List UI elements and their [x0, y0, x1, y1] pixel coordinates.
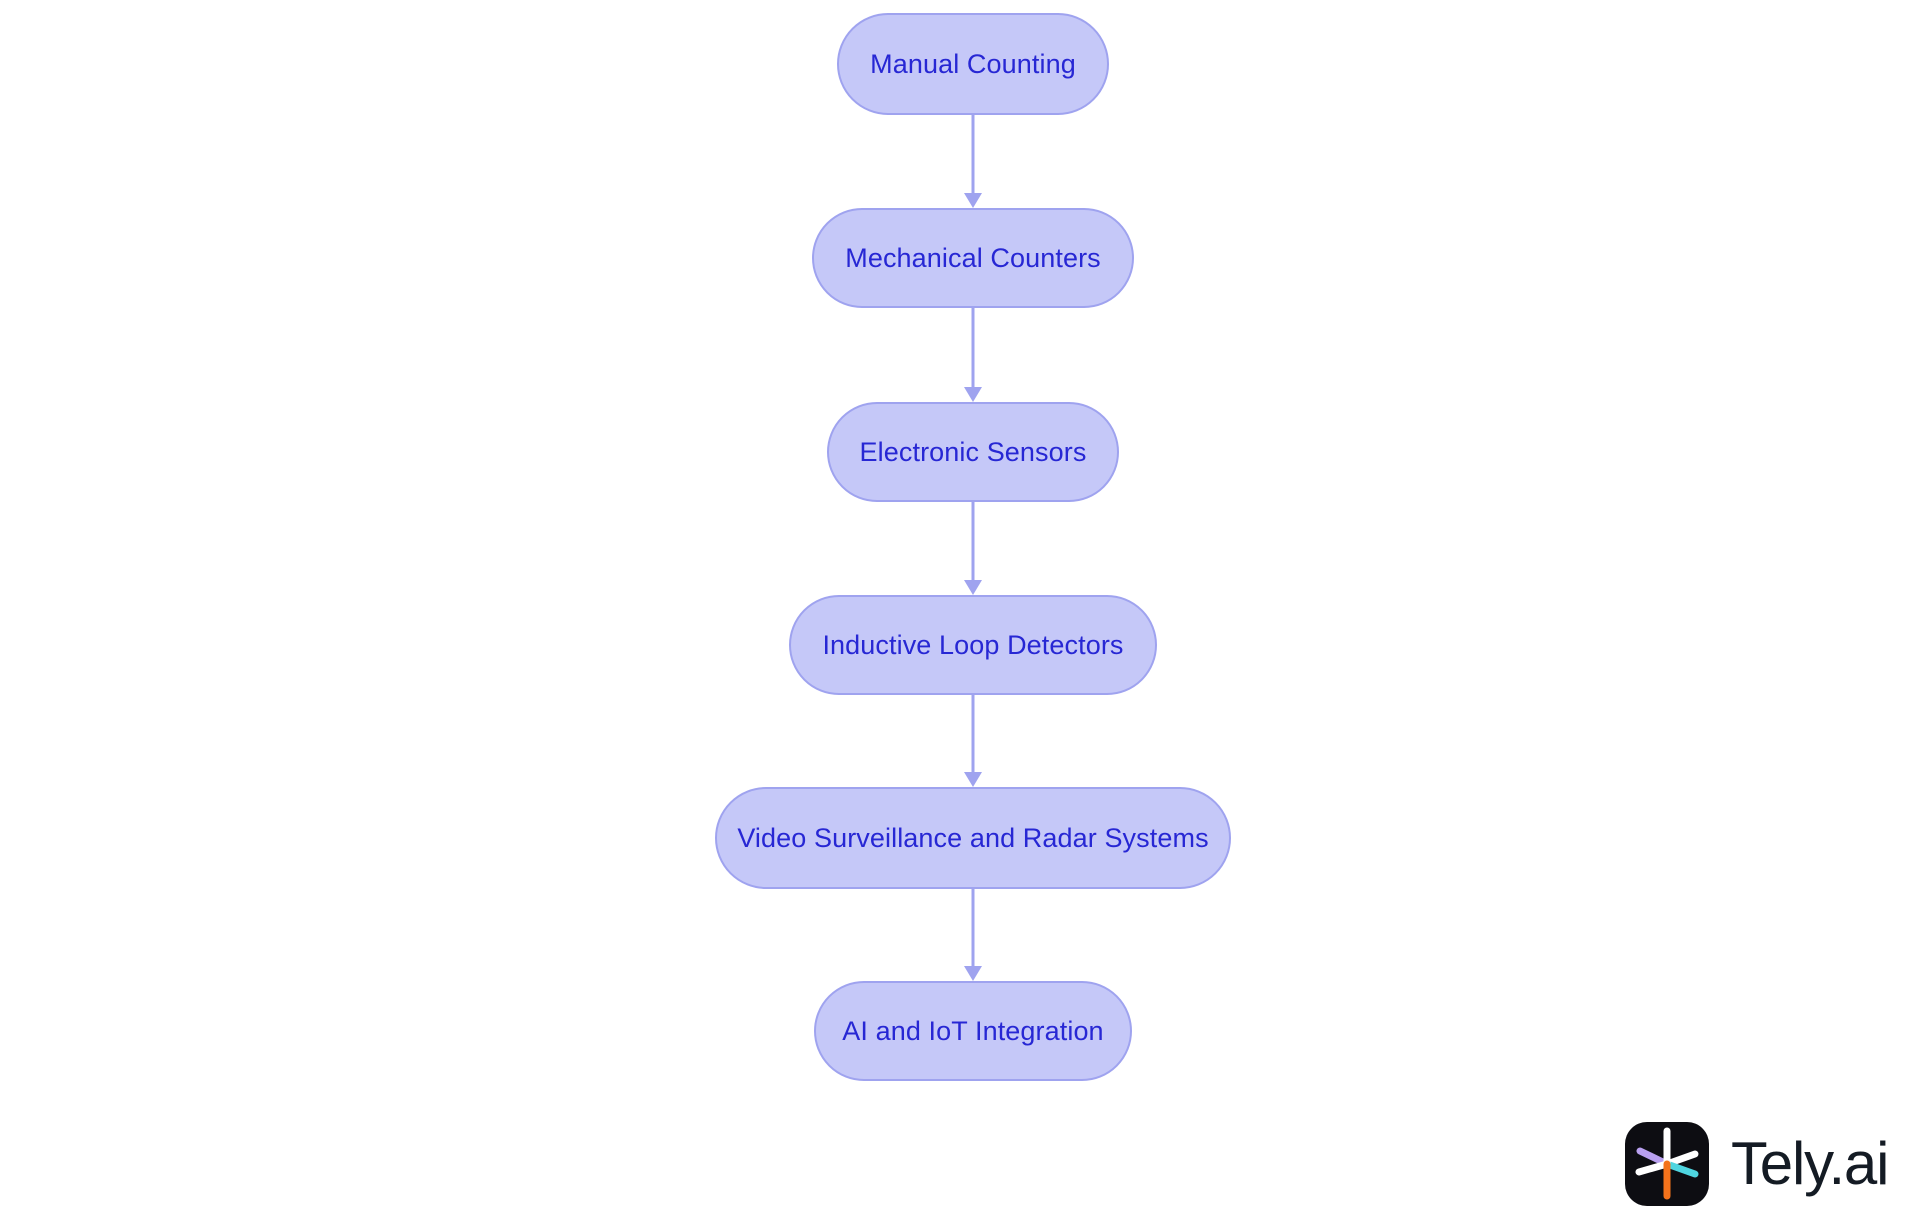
flow-node-manual-counting[interactable]: Manual Counting	[837, 13, 1109, 115]
flow-edge-n3-n4	[971, 502, 975, 580]
flow-node-video-surveillance-and-radar-systems[interactable]: Video Surveillance and Radar Systems	[715, 787, 1231, 889]
flow-arrowhead-n2-n3	[964, 387, 982, 402]
flow-node-label: Inductive Loop Detectors	[822, 629, 1124, 660]
flow-node-label: Video Surveillance and Radar Systems	[737, 822, 1209, 853]
flow-node-inductive-loop-detectors[interactable]: Inductive Loop Detectors	[789, 595, 1157, 695]
flow-edge-n4-n5	[971, 695, 975, 772]
flow-arrowhead-n5-n6	[964, 966, 982, 981]
flow-node-ai-and-iot-integration[interactable]: AI and IoT Integration	[814, 981, 1132, 1081]
flow-arrowhead-n3-n4	[964, 580, 982, 595]
flow-arrowhead-n1-n2	[964, 193, 982, 208]
flow-node-label: Electronic Sensors	[859, 436, 1087, 467]
tely-starburst-icon	[1625, 1122, 1709, 1206]
tely-ai-logo: Tely.ai	[1625, 1122, 1889, 1206]
flow-node-label: Mechanical Counters	[845, 242, 1101, 273]
flow-node-electronic-sensors[interactable]: Electronic Sensors	[827, 402, 1119, 502]
flow-edge-n5-n6	[971, 889, 975, 966]
flow-arrowhead-n4-n5	[964, 772, 982, 787]
flow-node-label: Manual Counting	[870, 48, 1076, 79]
tely-ai-wordmark: Tely.ai	[1731, 1130, 1889, 1197]
flow-node-label: AI and IoT Integration	[842, 1015, 1104, 1046]
flow-edge-n2-n3	[971, 308, 975, 387]
flow-node-mechanical-counters[interactable]: Mechanical Counters	[812, 208, 1134, 308]
flow-edge-n1-n2	[971, 115, 975, 193]
